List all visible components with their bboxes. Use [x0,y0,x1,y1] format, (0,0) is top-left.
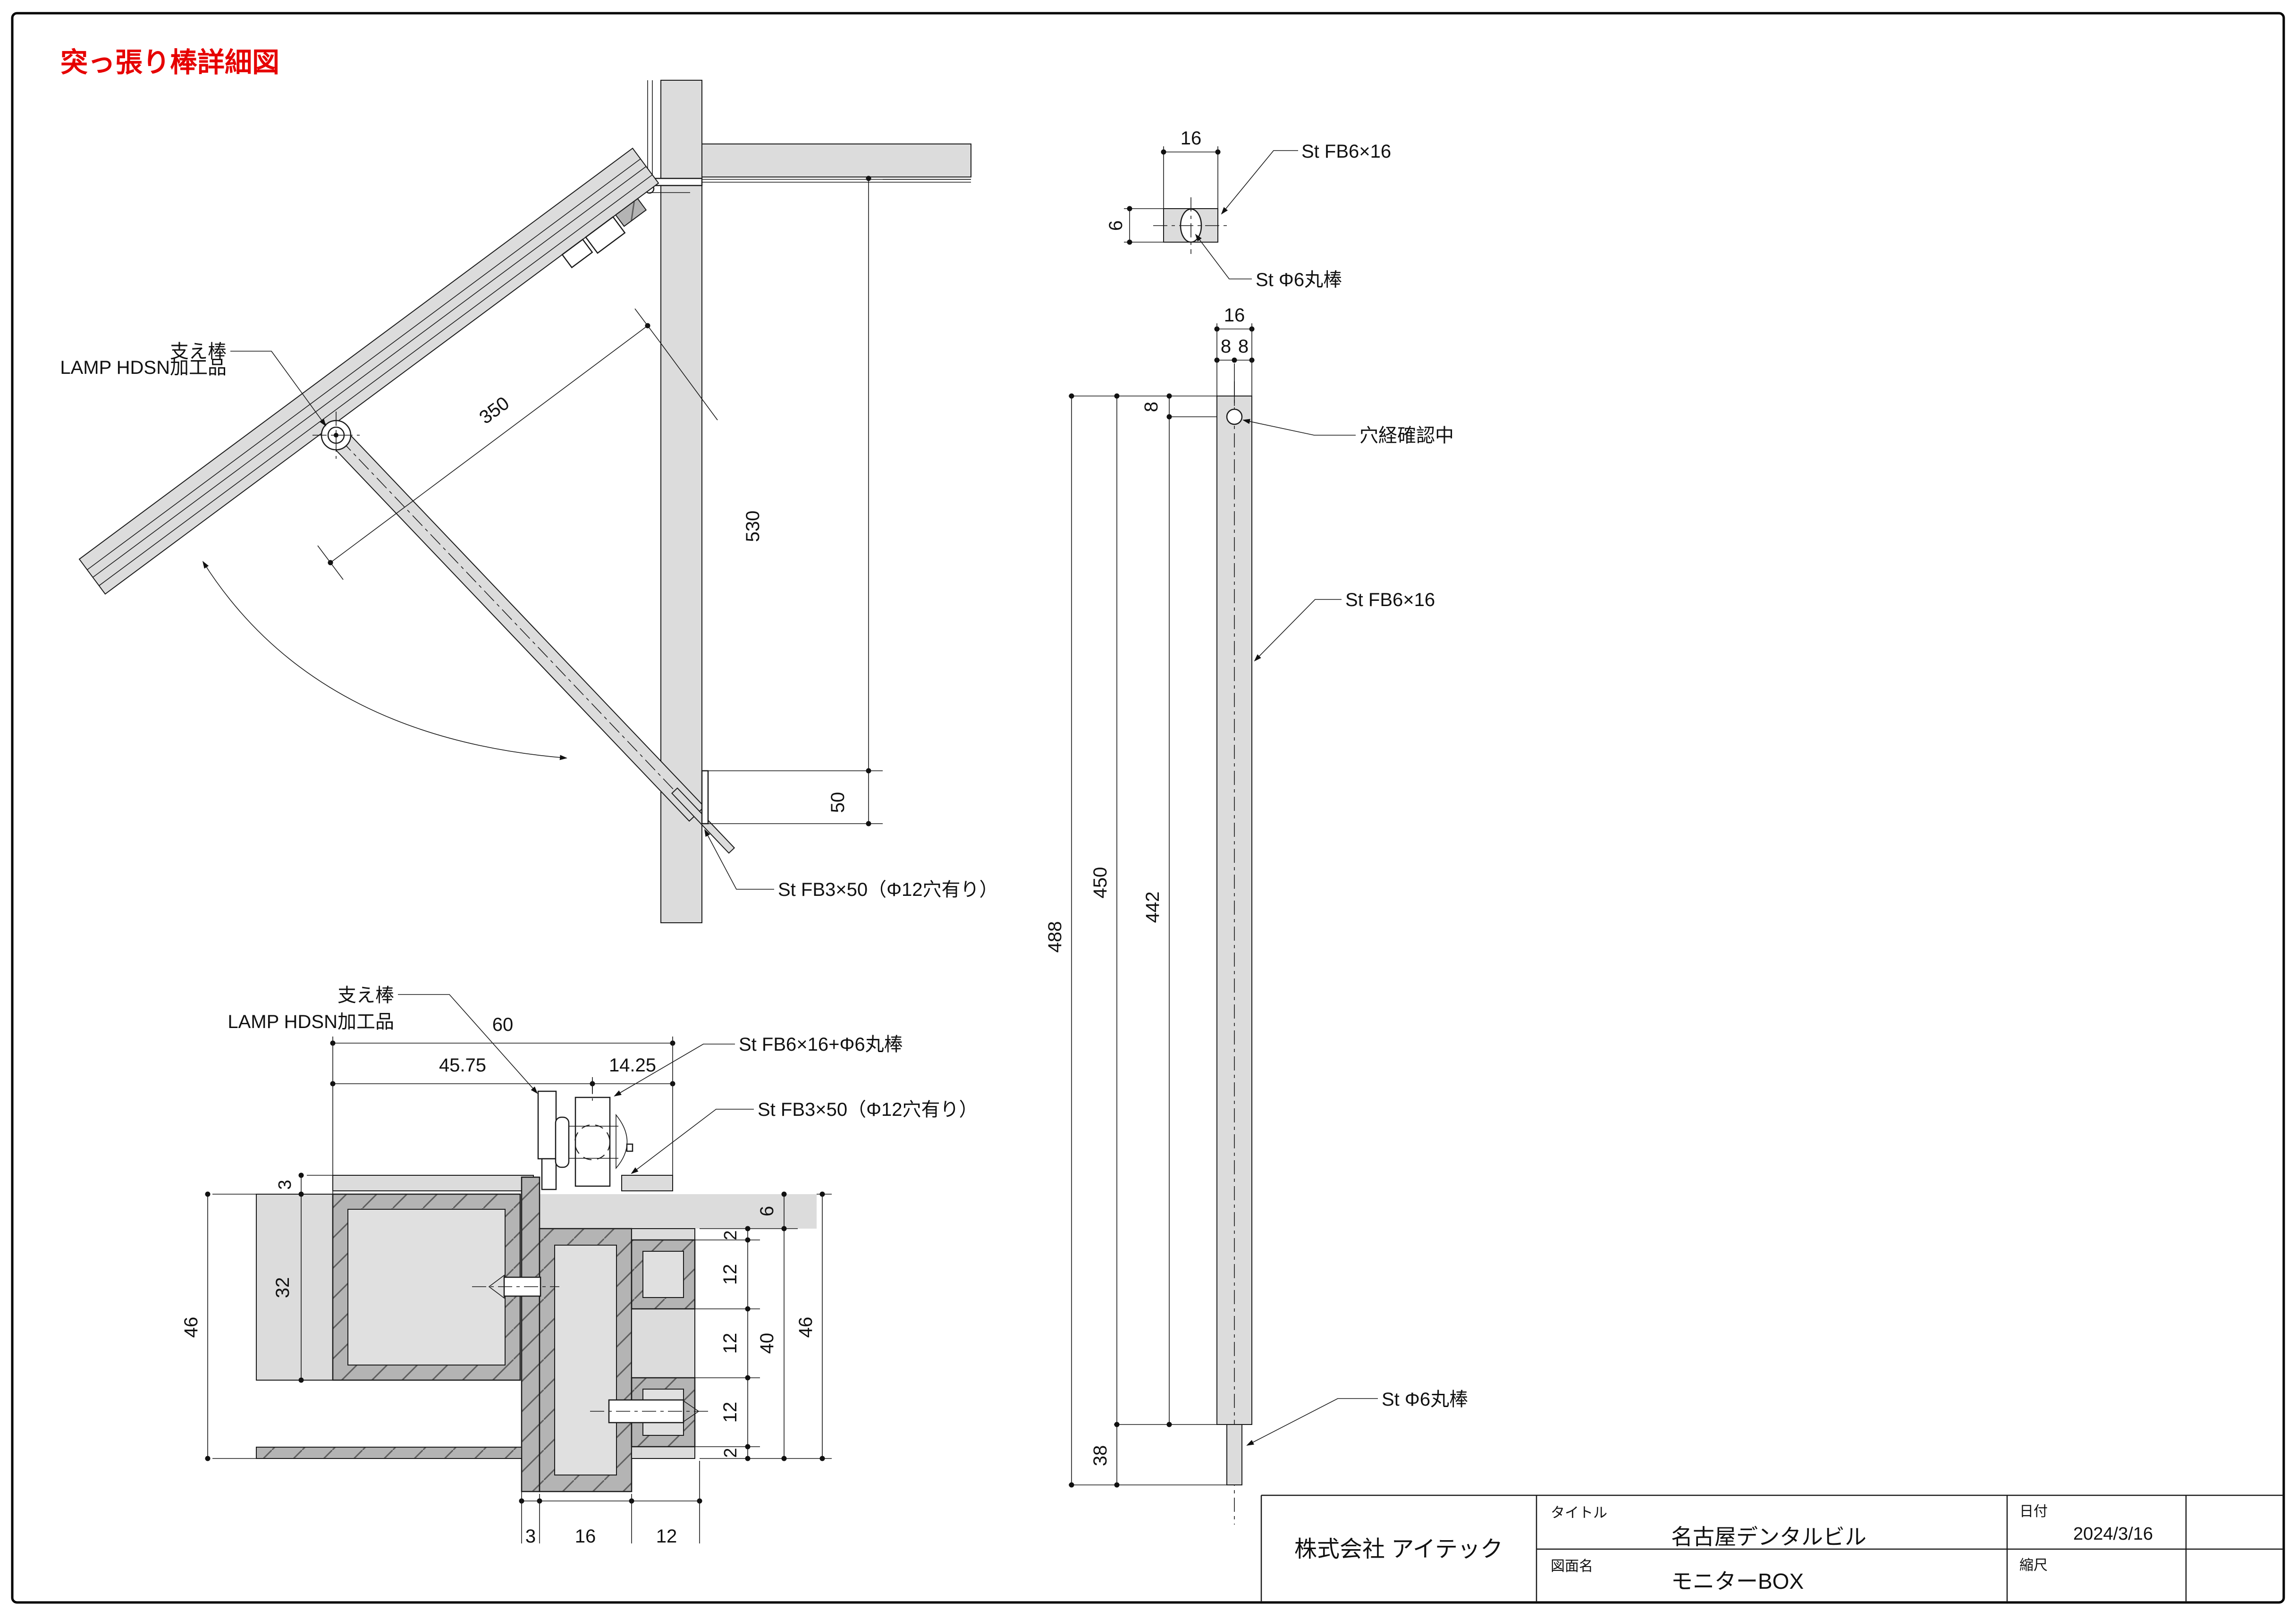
svg-text:8: 8 [1221,336,1231,357]
svg-text:60: 60 [492,1014,514,1035]
panel-bracket-block [615,198,647,227]
svg-text:2: 2 [721,1230,741,1240]
svg-text:38: 38 [1090,1445,1111,1467]
bar-hole [1226,408,1243,425]
svg-text:16: 16 [1181,128,1202,149]
svg-text:442: 442 [1142,892,1163,923]
dims-left: 3 32 46 [181,1172,333,1461]
svg-text:350: 350 [475,393,513,428]
svg-text:8: 8 [1238,336,1249,357]
svg-text:6: 6 [757,1206,777,1216]
cross-section-view: 16 6 St FB6×16 St Φ6丸棒 [1106,128,1391,290]
label-phi6-front: St Φ6丸棒 [1382,1389,1468,1410]
svg-text:16: 16 [575,1526,596,1547]
label-fb6x16-front: St FB6×16 [1345,590,1435,610]
svg-text:40: 40 [757,1333,777,1354]
dims-bottom: 3 16 12 [519,1461,702,1547]
drawing-name-value: モニターBOX [1671,1569,1804,1593]
pivot [312,412,360,459]
box-left-wall [256,1194,333,1381]
bolt-lower [590,1399,708,1424]
label-fb6x16: St FB6×16 [1301,141,1391,162]
svg-text:12: 12 [720,1402,741,1423]
svg-text:450: 450 [1090,867,1111,899]
svg-text:32: 32 [272,1277,293,1298]
label-phi6: St Φ6丸棒 [1256,270,1342,290]
svg-text:45.75: 45.75 [439,1055,486,1076]
label-support-rod-maker-plan: LAMP HDSN加工品 [228,1012,394,1032]
label-support-rod: 支え棒 [170,341,227,362]
side-view: 350 530 50 支え棒 LAMP HDSN加工品 St FB3×50（Φ1… [60,80,998,923]
svg-text:12: 12 [720,1264,741,1285]
label-wall-plate-plan: St FB3×50（Φ12穴有り） [758,1099,978,1120]
svg-text:3: 3 [275,1180,295,1189]
title-value: 名古屋デンタルビル [1671,1525,1866,1549]
label-wall-plate: St FB3×50（Φ12穴有り） [778,879,998,900]
svg-text:6: 6 [1106,220,1126,231]
panel-bracket-plate2 [561,238,593,269]
ceiling-beam [701,143,971,177]
svg-text:3: 3 [525,1526,536,1547]
svg-text:8: 8 [1141,402,1162,412]
svg-text:12: 12 [720,1333,741,1354]
dims-top: 60 45.75 14.25 [330,1014,675,1194]
svg-text:2: 2 [721,1448,741,1458]
svg-text:50: 50 [827,792,848,813]
page-title: 突っ張り棒詳細図 [60,47,279,78]
bar-channel-cavity [554,1245,617,1475]
rod-clamp-assembly [537,1080,633,1190]
dims-right: 2 12 12 12 2 6 40 46 [695,1191,832,1461]
label-support-rod-plan: 支え棒 [338,985,394,1006]
sheet-border [11,12,2285,1604]
square-tube-cavity [347,1209,506,1366]
scale-label: 縮尺 [2019,1558,2048,1573]
date-label: 日付 [2019,1504,2048,1519]
round-bar-tip [1226,1424,1242,1485]
title-label: タイトル [1551,1505,1607,1521]
front-view: 16 8 8 8 488 450 442 38 穴経確認中 St FB6×16 … [1045,305,1468,1525]
monitor-panel [78,147,659,595]
dim-530-50: 530 50 [708,176,971,826]
top-plate-left [332,1175,534,1191]
title-block: 株式会社 アイテック タイトル 名古屋デンタルビル 図面名 モニターBOX 日付… [1260,1494,2284,1602]
box-bottom-wall [256,1447,522,1459]
bolt-left [472,1274,559,1299]
svg-text:46: 46 [181,1317,202,1338]
svg-text:12: 12 [656,1526,677,1547]
label-hole-note: 穴経確認中 [1359,425,1454,446]
svg-text:530: 530 [743,511,763,542]
svg-text:46: 46 [795,1317,816,1338]
wall-plate-fb3x50 [701,770,709,825]
company-name: 株式会社 アイテック [1294,1537,1503,1562]
date-value: 2024/3/16 [2073,1524,2153,1544]
vertical-plate-3mm [521,1176,540,1492]
svg-text:16: 16 [1224,305,1245,326]
drawing-name-label: 図面名 [1551,1559,1593,1574]
svg-text:488: 488 [1045,921,1065,953]
swing-arc [202,561,567,760]
panel-bracket-plate [585,216,626,254]
plan-view: 60 45.75 14.25 3 32 46 [181,985,978,1547]
label-support-rod-maker: LAMP HDSN加工品 [60,357,227,378]
label-bar-with-rod: St FB6×16+Φ6丸棒 [739,1034,903,1055]
top-plate-right [621,1175,673,1191]
svg-text:14.25: 14.25 [609,1055,656,1076]
